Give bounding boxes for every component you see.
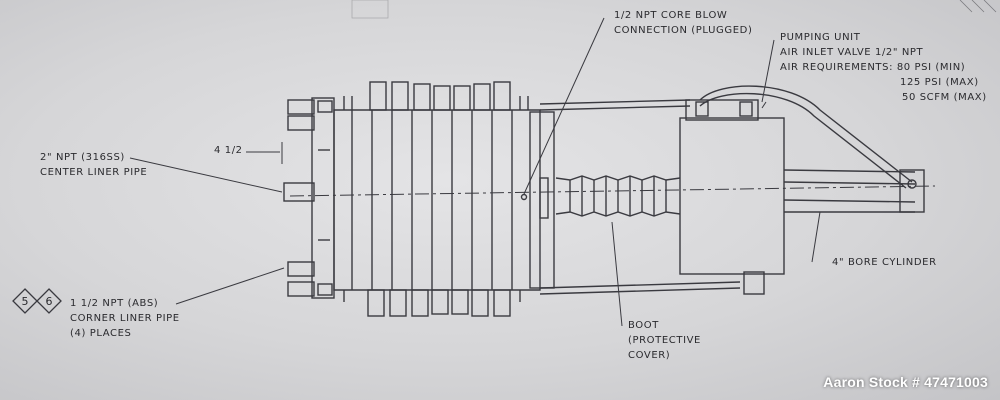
- corner-liner-label: 1 1/2 NPT (ABS) CORNER LINER PIPE (4) PL…: [70, 298, 180, 339]
- tail-plate: [529, 111, 555, 289]
- boot-bellows: [555, 175, 681, 217]
- revision-badges: 5 6: [12, 288, 62, 314]
- left-head-plate: [283, 97, 335, 299]
- core-blow-port: [520, 193, 528, 201]
- pumping-unit-head: [685, 99, 759, 121]
- revision-badge-5: 5: [22, 295, 29, 308]
- revision-badge-6-diamond: [36, 288, 62, 314]
- air-hose: [699, 85, 913, 183]
- boot-label: BOOT (PROTECTIVE COVER): [628, 320, 701, 361]
- center-line: [289, 185, 936, 197]
- pumping-unit-box: [679, 117, 785, 275]
- core-blow-label: 1/2 NPT CORE BLOW CONNECTION (PLUGGED): [614, 10, 753, 36]
- leader-lines: [129, 17, 821, 327]
- bore-cylinder: [783, 169, 925, 213]
- bore-cylinder-label: 4" BORE CYLINDER: [832, 257, 937, 268]
- stock-watermark: Aaron Stock # 47471003: [823, 374, 988, 390]
- tail-plate-boss: [539, 177, 549, 219]
- pumping-unit-foot: [743, 271, 765, 295]
- dimension-label: 4 1/2: [214, 145, 243, 156]
- revision-badge-6: 6: [46, 295, 53, 308]
- center-liner-label: 2" NPT (316SS) CENTER LINER PIPE: [40, 152, 148, 178]
- revision-badge-5-diamond: [12, 288, 38, 314]
- filter-plate-stack: [333, 81, 541, 317]
- pumping-unit-label: PUMPING UNIT AIR INLET VALVE 1/2" NPT AI…: [780, 32, 987, 103]
